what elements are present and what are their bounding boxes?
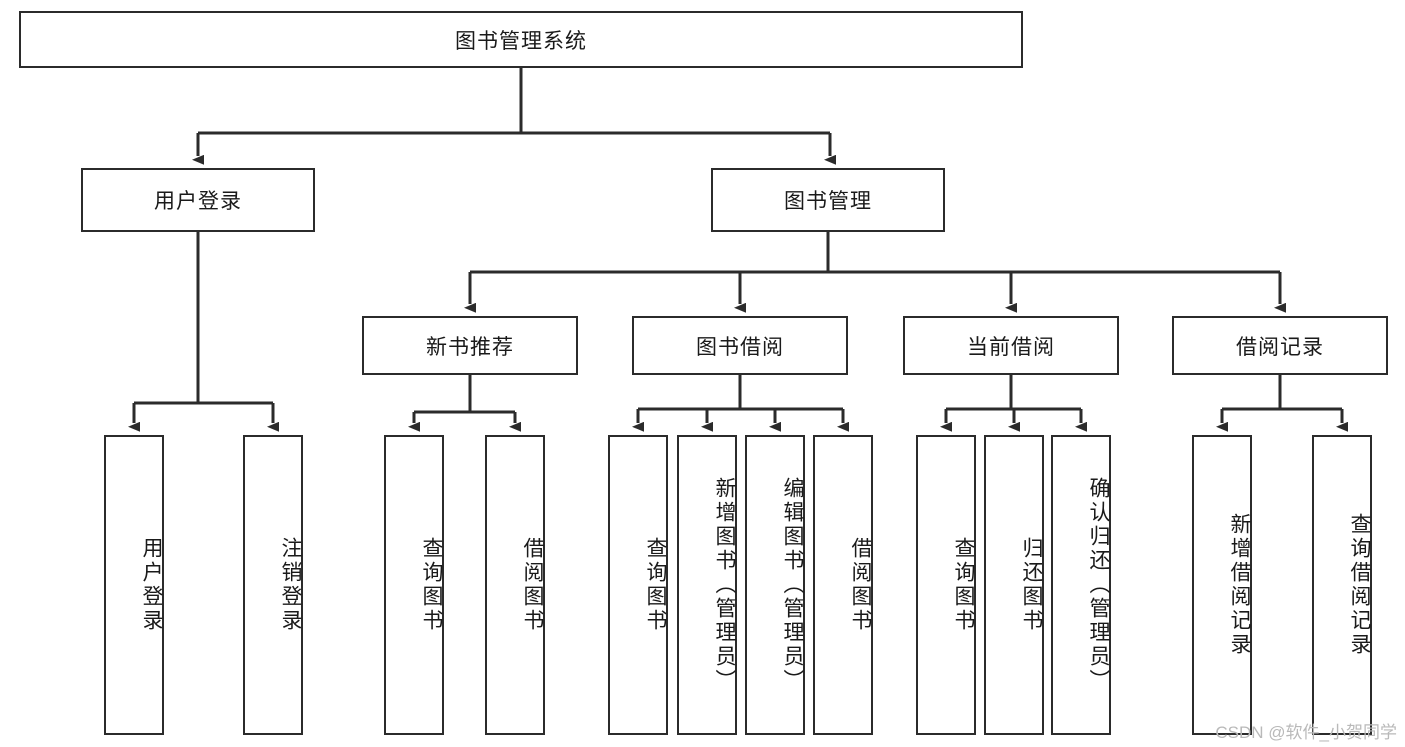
leaf-query-borrow-record[interactable]: 查询借阅记录 [1312, 435, 1372, 735]
node-user-login-label: 用户登录 [154, 190, 242, 213]
node-current-borrow[interactable]: 当前借阅 [903, 316, 1119, 375]
leaf-return-book-label: 归还图书 [1020, 537, 1043, 633]
leaf-query-book-recommend-label: 查询图书 [420, 537, 443, 633]
leaf-return-book[interactable]: 归还图书 [984, 435, 1044, 735]
node-root[interactable]: 图书管理系统 [19, 11, 1023, 68]
leaf-edit-book-admin-label: 编辑图书（管理员） [781, 477, 804, 693]
node-new-book-recommend[interactable]: 新书推荐 [362, 316, 578, 375]
leaf-query-book-borrow[interactable]: 查询图书 [608, 435, 668, 735]
leaf-add-borrow-record[interactable]: 新增借阅记录 [1192, 435, 1252, 735]
node-current-borrow-label: 当前借阅 [967, 335, 1055, 359]
leaf-edit-book-admin[interactable]: 编辑图书（管理员） [745, 435, 805, 735]
leaf-add-book-admin-label: 新增图书（管理员） [713, 477, 736, 693]
node-book-management-label: 图书管理 [784, 190, 872, 213]
leaf-borrow-book-recommend[interactable]: 借阅图书 [485, 435, 545, 735]
leaf-query-book-current[interactable]: 查询图书 [916, 435, 976, 735]
node-book-borrow-label: 图书借阅 [696, 335, 784, 359]
leaf-borrow-book-recommend-label: 借阅图书 [521, 537, 544, 633]
leaf-borrow-book-label: 借阅图书 [849, 537, 872, 633]
leaf-logout-label: 注销登录 [279, 537, 302, 633]
node-user-login[interactable]: 用户登录 [81, 168, 315, 232]
node-borrow-record[interactable]: 借阅记录 [1172, 316, 1388, 375]
leaf-confirm-return-admin[interactable]: 确认归还（管理员） [1051, 435, 1111, 735]
leaf-logout[interactable]: 注销登录 [243, 435, 303, 735]
node-borrow-record-label: 借阅记录 [1236, 335, 1324, 359]
leaf-query-book-current-label: 查询图书 [952, 537, 975, 633]
csdn-watermark: CSDN @软件_小贺同学 [1215, 723, 1397, 742]
node-book-borrow[interactable]: 图书借阅 [632, 316, 848, 375]
leaf-add-book-admin[interactable]: 新增图书（管理员） [677, 435, 737, 735]
leaf-query-borrow-record-label: 查询借阅记录 [1348, 513, 1371, 657]
leaf-query-book-borrow-label: 查询图书 [644, 537, 667, 633]
leaf-add-borrow-record-label: 新增借阅记录 [1228, 513, 1251, 657]
node-new-book-recommend-label: 新书推荐 [426, 335, 514, 359]
node-root-label: 图书管理系统 [455, 29, 587, 53]
leaf-borrow-book[interactable]: 借阅图书 [813, 435, 873, 735]
leaf-query-book-recommend[interactable]: 查询图书 [384, 435, 444, 735]
leaf-confirm-return-admin-label: 确认归还（管理员） [1087, 477, 1110, 693]
leaf-user-login[interactable]: 用户登录 [104, 435, 164, 735]
node-book-management[interactable]: 图书管理 [711, 168, 945, 232]
leaf-user-login-label: 用户登录 [140, 537, 163, 633]
